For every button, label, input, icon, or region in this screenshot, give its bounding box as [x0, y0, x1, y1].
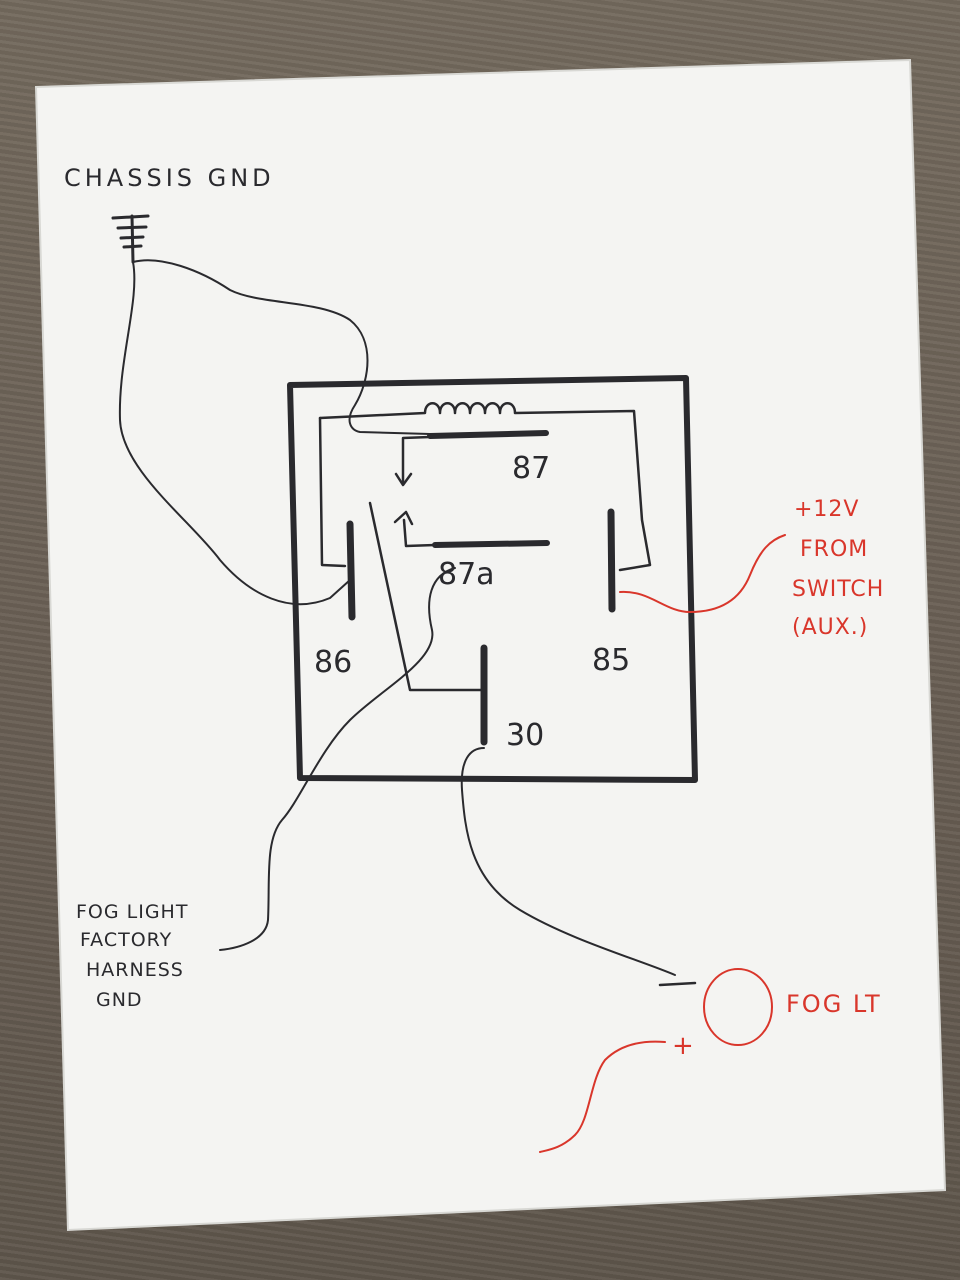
pin-86-label: 86	[314, 645, 352, 680]
fog-lt-label: FOG LT	[786, 990, 882, 1018]
supply-label-line4: (AUX.)	[792, 615, 868, 640]
supply-wire-to-85	[619, 534, 786, 613]
foglight-plus-label: +	[672, 1031, 694, 1061]
harness-ground-wire	[219, 567, 456, 951]
pin-86-terminal	[346, 520, 356, 621]
pin-87a-label: 87a	[438, 557, 495, 592]
pin-87-contact	[427, 430, 549, 439]
relay-coil	[318, 402, 652, 572]
supply-label-line3: SWITCH	[792, 577, 884, 602]
harness-label-line4: GND	[96, 989, 143, 1011]
paper-sheet	[36, 60, 945, 1230]
armature-87a-path	[402, 518, 437, 548]
ground-wire-to-coil	[132, 259, 431, 435]
pin-30-label: 30	[506, 718, 544, 753]
fog-light-positive-wire	[539, 1040, 666, 1153]
common-armature	[368, 501, 484, 692]
pin-30-to-foglight-wire	[460, 747, 676, 976]
pin-85-label: 85	[592, 643, 630, 678]
ground-wire-to-86	[118, 261, 351, 606]
chassis-ground-symbol	[111, 214, 150, 264]
pin-87-label: 87	[512, 451, 550, 486]
harness-label-line2: FACTORY	[80, 929, 172, 951]
armature-arrow-up	[393, 510, 414, 526]
supply-label-line1: +12V	[794, 497, 859, 522]
pin-87a-contact	[432, 540, 550, 548]
chassis-gnd-label: CHASSIS GND	[64, 164, 275, 192]
supply-label-line2: FROM	[800, 537, 868, 562]
relay-housing	[287, 375, 698, 783]
fog-light-symbol	[703, 968, 773, 1046]
coil-left-lead	[318, 416, 347, 568]
paper-shade	[34, 58, 947, 1232]
armature-87-path	[401, 435, 432, 484]
harness-label-line1: FOG LIGHT	[76, 901, 188, 923]
pin-85-terminal	[607, 508, 616, 613]
foglight-minus-terminal	[658, 981, 697, 987]
armature-arrow-down	[394, 472, 413, 487]
harness-label-line3: HARNESS	[86, 959, 184, 981]
